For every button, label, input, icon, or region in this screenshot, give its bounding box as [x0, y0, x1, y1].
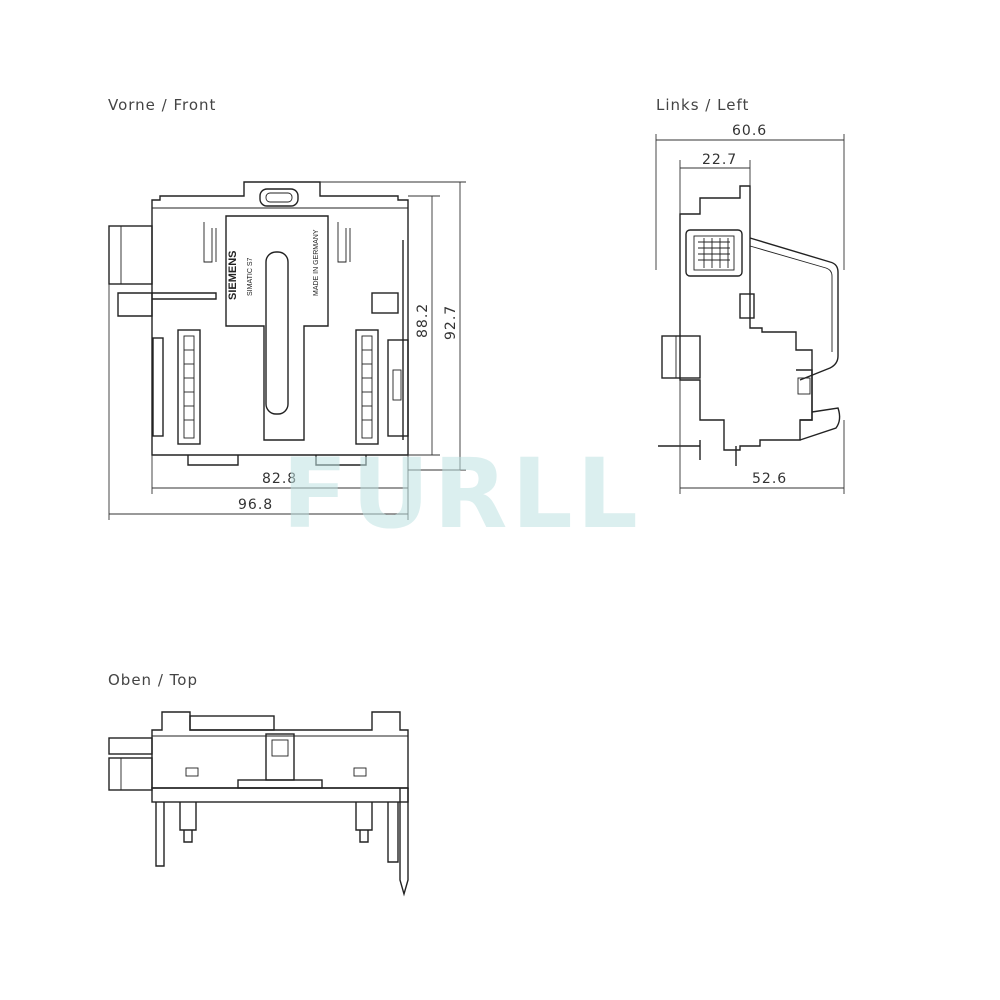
front-bottom-foot-right — [315, 455, 367, 466]
top-pin-left — [179, 802, 197, 831]
front-left-terminal-strip — [177, 329, 201, 445]
front-bottom-foot-left — [187, 455, 239, 466]
dim-front-width-outer: 96.8 — [238, 497, 273, 513]
left-lower-wire — [799, 407, 841, 441]
brand-logo-text: SIEMENS — [227, 250, 239, 300]
top-base-plate — [151, 787, 409, 803]
left-view-label: Links / Left — [656, 96, 750, 114]
front-left-connector — [108, 225, 153, 285]
origin-text: MADE IN GERMANY — [313, 229, 320, 296]
top-left-connector-upper — [108, 737, 153, 755]
front-left-latch — [117, 292, 217, 317]
top-view-drawing — [108, 711, 409, 897]
product-name-text: SIMATIC S7 — [247, 258, 254, 296]
dim-front-height-outer: 92.7 — [443, 305, 459, 340]
dim-front-width-inner: 82.8 — [262, 471, 297, 487]
front-top-port — [259, 188, 299, 207]
left-wire-bracket — [749, 237, 839, 381]
top-center-slot — [237, 779, 323, 789]
front-right-latch — [387, 339, 409, 437]
left-side-latch — [661, 335, 701, 379]
top-pin-right — [355, 802, 373, 831]
front-left-edge-bar — [152, 337, 164, 437]
dim-left-depth: 52.6 — [752, 471, 787, 487]
front-view-drawing: SIEMENS SIMATIC S7 MADE IN GERMANY — [108, 181, 409, 466]
front-dimensions: 88.2 92.7 82.8 96.8 — [108, 181, 466, 520]
dim-left-width-inner: 22.7 — [702, 152, 737, 168]
top-pin-left-edge — [155, 802, 165, 867]
left-dimensions: 60.6 22.7 52.6 — [655, 123, 845, 494]
top-rear-plate — [189, 715, 275, 731]
top-pin-right-edge — [399, 788, 409, 897]
dim-front-height-inner: 88.2 — [415, 303, 431, 338]
dim-left-width-outer: 60.6 — [732, 123, 767, 139]
left-small-clip — [739, 293, 755, 319]
watermark-text: FURLL — [282, 438, 642, 550]
front-view-label: Vorne / Front — [108, 96, 217, 114]
top-left-connector-lower — [108, 757, 153, 791]
front-label-plate — [225, 215, 329, 441]
top-view-label: Oben / Top — [108, 671, 198, 689]
front-center-slot — [265, 251, 289, 415]
front-right-terminal-strip — [355, 329, 379, 445]
top-pin-right-inner — [387, 802, 399, 863]
left-connector — [685, 229, 743, 277]
top-center-port — [265, 733, 295, 781]
front-right-tab — [371, 292, 399, 314]
left-view-drawing — [658, 185, 841, 466]
